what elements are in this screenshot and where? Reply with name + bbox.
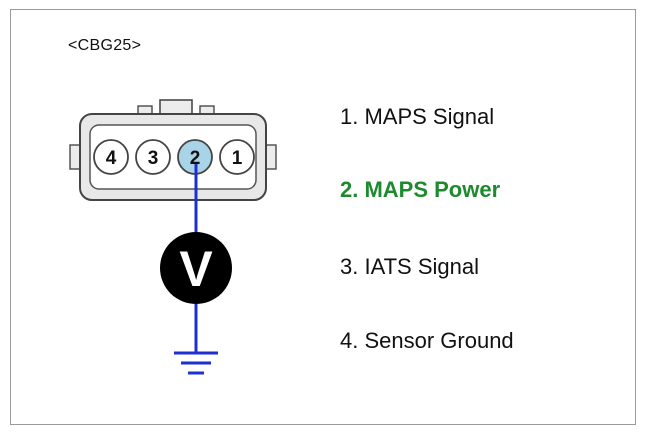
voltmeter (160, 232, 232, 304)
connector-pins: 4 3 2 1 (93, 139, 255, 175)
voltmeter-symbol: V (179, 241, 213, 297)
diagram-frame (10, 9, 636, 425)
pin-label-3: 3. IATS Signal (340, 254, 479, 279)
pin-number-1: 1 (232, 148, 243, 169)
connector-code-label: <CBG25> (68, 37, 142, 54)
pin-label-4: 4. Sensor Ground (340, 328, 514, 353)
ground-icon (174, 351, 218, 375)
pin-number-2: 2 (190, 148, 201, 169)
pin-cavity-4 (93, 139, 129, 175)
pin-cavity-1 (219, 139, 255, 175)
pin-cavity-3 (135, 139, 171, 175)
pin-number-3: 3 (148, 148, 159, 169)
pin-number-4: 4 (106, 148, 117, 169)
connector-housing (89, 124, 257, 190)
pin-label-2: 2. MAPS Power (340, 177, 501, 202)
connector-latch (137, 99, 215, 117)
pin-label-1: 1. MAPS Signal (340, 104, 495, 129)
pin-description-list: 1. MAPS Signal 2. MAPS Power 3. IATS Sig… (340, 0, 630, 438)
